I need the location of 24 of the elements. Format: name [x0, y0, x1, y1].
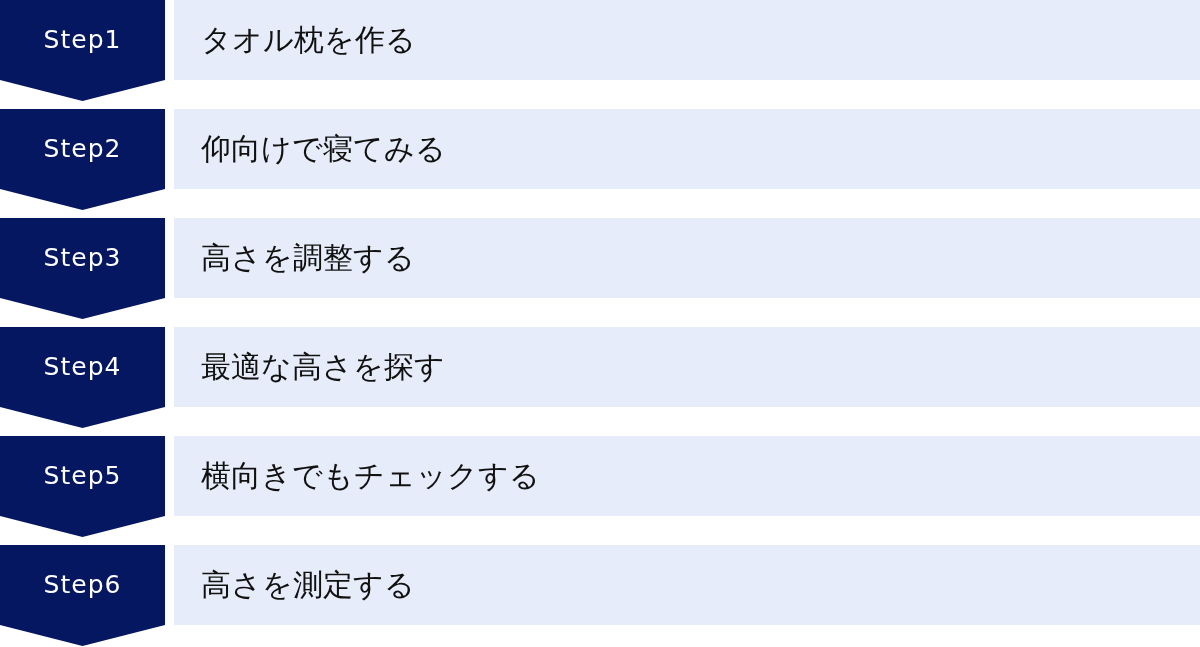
- step-number: Step4: [43, 352, 122, 382]
- step-band: [174, 436, 1200, 516]
- step-number: Step3: [43, 243, 122, 273]
- step-tag: [0, 436, 165, 537]
- step-band: [174, 327, 1200, 407]
- step-band: [174, 218, 1200, 298]
- step-text: 高さを調整する: [201, 239, 415, 277]
- step-band: [174, 109, 1200, 189]
- step-tag: [0, 327, 165, 428]
- step-text: 横向きでもチェックする: [201, 457, 540, 495]
- step-number: Step1: [43, 25, 122, 55]
- step-number: Step2: [43, 134, 122, 164]
- step-text: 高さを測定する: [201, 566, 415, 604]
- step-number: Step5: [43, 461, 122, 491]
- step-text: タオル枕を作る: [201, 21, 416, 59]
- step-text: 仰向けで寝てみる: [201, 130, 446, 168]
- step-tag: [0, 218, 165, 319]
- step-number: Step6: [43, 570, 122, 600]
- step-band: [174, 545, 1200, 625]
- step-tag: [0, 109, 165, 210]
- step-text: 最適な高さを探す: [201, 348, 445, 386]
- step-band: [174, 0, 1200, 80]
- step-tag: [0, 545, 165, 646]
- step-tag: [0, 0, 165, 101]
